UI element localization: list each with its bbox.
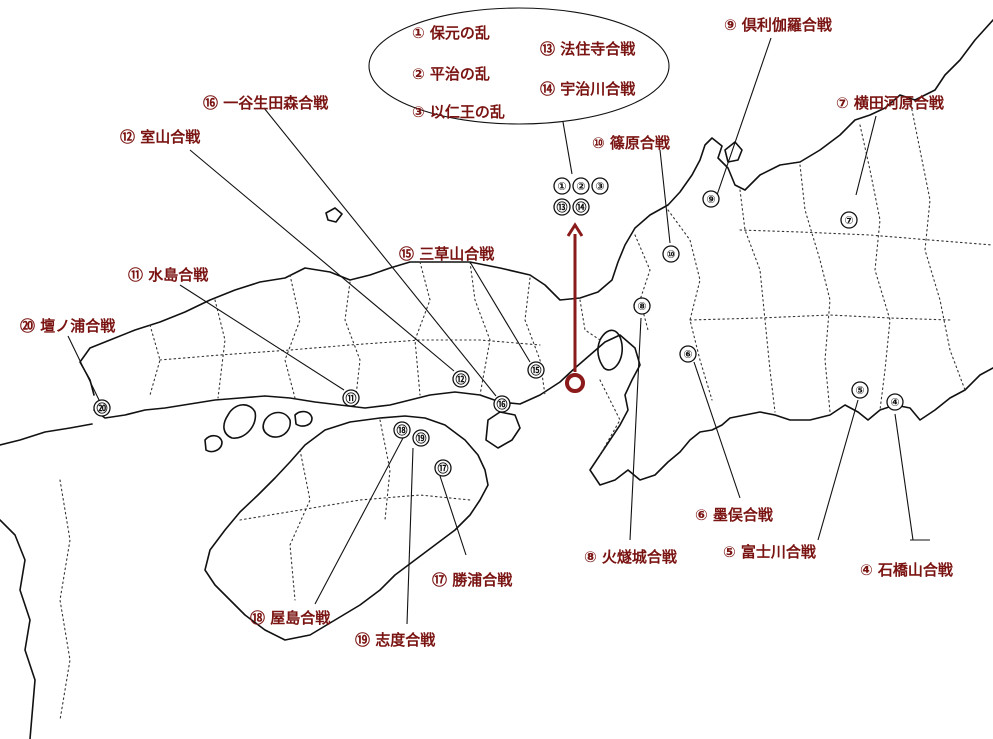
marker-6: ⑥ xyxy=(679,345,697,363)
marker-15: ⑮ xyxy=(527,361,545,379)
shikoku-coast xyxy=(204,415,489,641)
svg-text:⑥: ⑥ xyxy=(683,348,692,361)
callout-item-mochihito: ③ 以仁王の乱 xyxy=(412,103,505,121)
label-shido: ⑲ 志度合戦 xyxy=(355,631,436,649)
svg-text:⑰: ⑰ xyxy=(438,461,449,475)
label-sunomata: ⑥ 墨俣合戦 xyxy=(695,506,774,524)
label-dannoura: ⑳ 壇ノ浦合戦 xyxy=(20,317,116,335)
marker-9: ⑨ xyxy=(702,190,720,208)
svg-text:③: ③ xyxy=(595,180,604,193)
lake-biwa xyxy=(597,329,623,371)
svg-text:⑭: ⑭ xyxy=(576,200,587,214)
marker-4: ④ xyxy=(886,393,904,411)
svg-text:⑱: ⑱ xyxy=(397,423,408,437)
marker-14: ⑭ xyxy=(572,198,590,216)
svg-text:⑪: ⑪ xyxy=(346,391,357,405)
svg-text:⑲: ⑲ xyxy=(416,431,427,445)
marker-13: ⑬ xyxy=(553,198,571,216)
label-ishibashiyama: ④ 石橋山合戦 xyxy=(860,561,954,579)
svg-text:⑧: ⑧ xyxy=(637,300,646,313)
marker-18: ⑱ xyxy=(393,421,411,439)
svg-text:⑤: ⑤ xyxy=(855,384,864,397)
svg-text:⑩: ⑩ xyxy=(666,248,675,261)
marker-5: ⑤ xyxy=(851,381,869,399)
svg-text:⑮: ⑮ xyxy=(531,363,542,377)
province-borders xyxy=(59,99,993,721)
label-muroyama: ⑫ 室山合戦 xyxy=(120,128,201,146)
marker-7: ⑦ xyxy=(840,211,858,229)
battle-markers: ① ② ③ ⑬ ⑭ ⑨ ⑦ ⑩ ⑧ ⑥ ⑤ ④ ⑮ ⑫ ⑯ ⑪ ⑳ ⑱ ⑲ ⑰ xyxy=(93,177,904,477)
svg-text:⑦: ⑦ xyxy=(844,214,853,227)
svg-text:①: ① xyxy=(557,180,566,193)
inland-sea-islands xyxy=(204,404,313,453)
battle-labels: ⑨ 倶利伽羅合戦 ⑦ 横田河原合戦 ⑯ 一谷生田森合戦 ⑫ 室山合戦 ⑩ 篠原合… xyxy=(20,16,954,649)
marker-12: ⑫ xyxy=(452,370,470,388)
svg-text:⑯: ⑯ xyxy=(497,397,508,411)
label-mizushima: ⑪ 水島合戦 xyxy=(128,266,209,284)
fukuhara-origin xyxy=(565,222,585,393)
label-yashima: ⑱ 屋島合戦 xyxy=(250,609,331,627)
svg-text:⑬: ⑬ xyxy=(557,200,568,214)
marker-10: ⑩ xyxy=(662,245,680,263)
marker-19: ⑲ xyxy=(412,429,430,447)
label-shinohara: ⑩ 篠原合戦 xyxy=(592,134,671,152)
label-hiuchi: ⑧ 火燧城合戦 xyxy=(584,548,678,566)
marker-8: ⑧ xyxy=(633,297,651,315)
svg-text:②: ② xyxy=(576,180,585,193)
marker-1: ① xyxy=(553,177,571,195)
svg-text:⑫: ⑫ xyxy=(456,372,467,386)
honshu-south-coast xyxy=(93,334,993,486)
label-mikusayama: ⑮ 三草山合戦 xyxy=(399,245,495,263)
svg-text:④: ④ xyxy=(890,396,899,409)
awaji-island xyxy=(485,411,521,449)
callout-item-heiji: ② 平治の乱 xyxy=(412,65,490,83)
marker-16: ⑯ xyxy=(493,395,511,413)
kyoto-battles-callout xyxy=(368,7,670,125)
svg-text:⑳: ⑳ xyxy=(97,401,108,415)
label-yokotagawara: ⑦ 横田河原合戦 xyxy=(836,94,945,112)
honshu-north-coast xyxy=(79,19,993,396)
marker-3: ③ xyxy=(591,177,609,195)
leader-lines xyxy=(67,37,930,625)
oki-islands xyxy=(325,207,343,223)
marker-2: ② xyxy=(572,177,590,195)
marker-11: ⑪ xyxy=(342,389,360,407)
label-fujikawa: ⑤ 富士川合戦 xyxy=(723,543,817,561)
label-katsuura: ⑰ 勝浦合戦 xyxy=(432,571,513,589)
svg-text:⑨: ⑨ xyxy=(706,193,715,206)
marker-20: ⑳ xyxy=(93,399,111,417)
marker-17: ⑰ xyxy=(434,459,452,477)
callout-item-ujigawa: ⑭ 宇治川合戦 xyxy=(540,80,636,98)
callout-item-hogen: ① 保元の乱 xyxy=(412,24,490,42)
label-kurikara: ⑨ 倶利伽羅合戦 xyxy=(724,16,833,34)
noto-peninsula xyxy=(724,141,743,163)
kyushu-coast xyxy=(0,423,93,739)
callout-item-hojuji: ⑬ 法住寺合戦 xyxy=(540,40,636,58)
label-ichinotani: ⑯ 一谷生田森合戦 xyxy=(203,94,329,112)
